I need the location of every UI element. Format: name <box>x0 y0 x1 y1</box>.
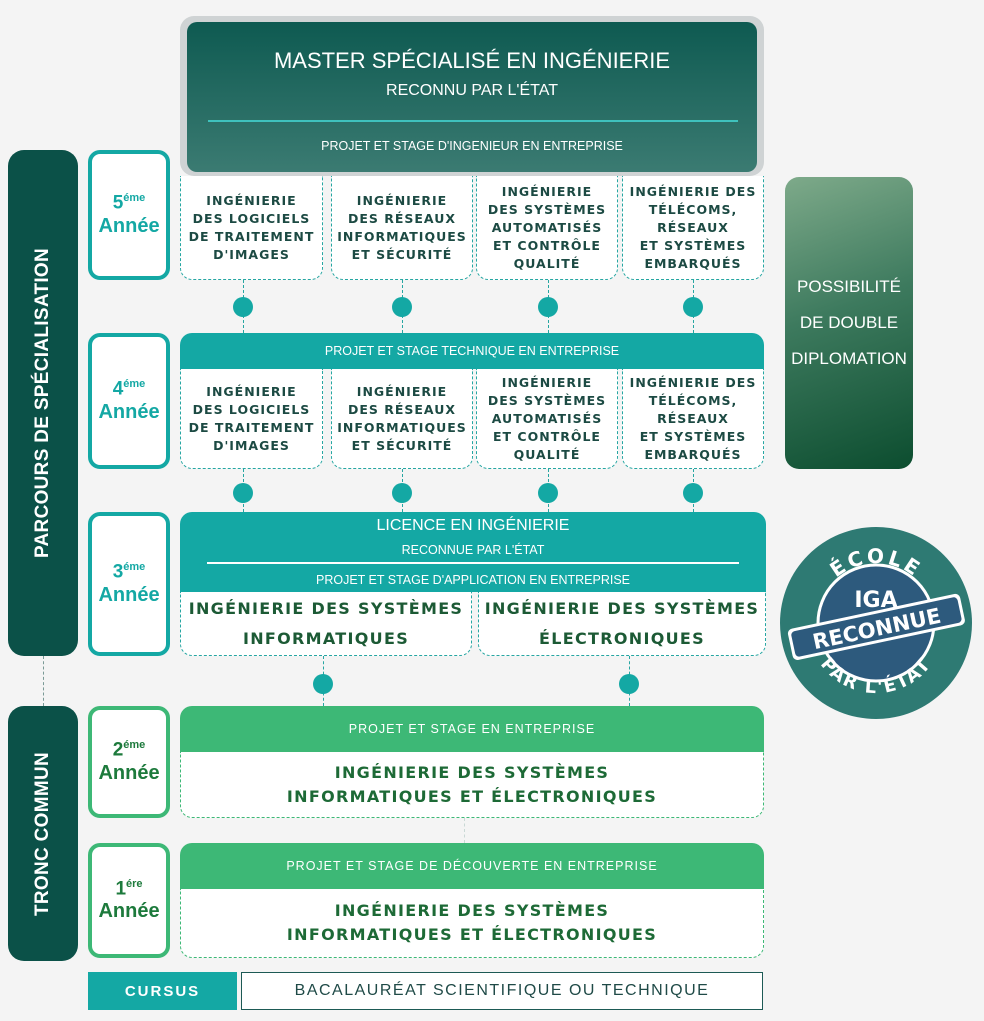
year-4-label: Année <box>98 400 160 423</box>
specialisation-label: PARCOURS DE SPÉCIALISATION <box>32 247 53 559</box>
double-diploma-line-3: DIPLOMATION <box>791 349 907 368</box>
double-diploma-panel: POSSIBILITÉ DE DOUBLE DIPLOMATION <box>785 177 913 469</box>
y4-stage-band: PROJET ET STAGE TECHNIQUE EN ENTREPRISE <box>180 333 764 369</box>
licence-title: LICENCE EN INGÉNIERIE <box>376 517 570 534</box>
connector-dot <box>233 483 253 503</box>
year-3-label: Année <box>98 583 160 606</box>
licence-subtitle: RECONNUE PAR L'ÉTAT <box>401 543 545 557</box>
double-diploma-line-1: POSSIBILITÉ <box>797 277 901 296</box>
ecole-reconnue-seal: ÉCOLE PAR L'ÉTAT IGA RECONNUE <box>780 527 972 719</box>
tronc-commun-label: TRONC COMMUN <box>32 751 53 916</box>
cursus-label: CURSUS <box>88 972 237 1010</box>
tronc-commun-sidebar: TRONC COMMUN <box>8 706 78 961</box>
sidebar-connector <box>43 656 44 706</box>
year-3-box: 3éme Année <box>88 512 170 656</box>
connector-line <box>464 818 465 843</box>
year-1-box: 1ére Année <box>88 843 170 958</box>
master-title: MASTER SPÉCIALISÉ EN INGÉNIERIE <box>273 48 671 73</box>
year-4-box: 4éme Année <box>88 333 170 469</box>
baccalaureat-box: BACALAURÉAT SCIENTIFIQUE OU TECHNIQUE <box>241 972 763 1010</box>
year-4-number: 4éme <box>112 378 146 400</box>
master-header: MASTER SPÉCIALISÉ EN INGÉNIERIE RECONNU … <box>187 22 757 172</box>
connector-dot <box>538 483 558 503</box>
year-1-number: 1ére <box>115 877 143 900</box>
connector-dot <box>313 674 333 694</box>
master-subtitle: RECONNU PAR L'ÉTAT <box>386 82 558 99</box>
double-diploma-line-2: DE DOUBLE <box>799 313 899 332</box>
year-2-label: Année <box>98 761 160 784</box>
year-2-number: 2éme <box>112 739 146 761</box>
connector-dot <box>619 674 639 694</box>
licence-stage: PROJET ET STAGE D'APPLICATION EN ENTREPR… <box>315 573 631 587</box>
connector-dot <box>538 297 558 317</box>
y1-stage-band: PROJET ET STAGE DE DÉCOUVERTE EN ENTREPR… <box>180 843 764 889</box>
connector-dot <box>392 297 412 317</box>
year-5-number: 5éme <box>112 192 146 214</box>
master-divider <box>208 120 738 122</box>
connector-dot <box>683 483 703 503</box>
connector-dot <box>392 483 412 503</box>
connector-dot <box>683 297 703 317</box>
year-5-label: Année <box>98 214 160 237</box>
licence-header: LICENCE EN INGÉNIERIE RECONNUE PAR L'ÉTA… <box>180 512 766 592</box>
y2-stage-band: PROJET ET STAGE EN ENTREPRISE <box>180 706 764 752</box>
licence-divider <box>207 562 739 564</box>
year-2-box: 2éme Année <box>88 706 170 818</box>
year-5-box: 5éme Année <box>88 150 170 280</box>
connector-dot <box>233 297 253 317</box>
year-3-number: 3éme <box>112 561 146 583</box>
master-stage: PROJET ET STAGE D'INGENIEUR EN ENTREPRIS… <box>321 139 623 153</box>
year-1-label: Année <box>98 900 160 923</box>
specialisation-sidebar: PARCOURS DE SPÉCIALISATION <box>8 150 78 656</box>
